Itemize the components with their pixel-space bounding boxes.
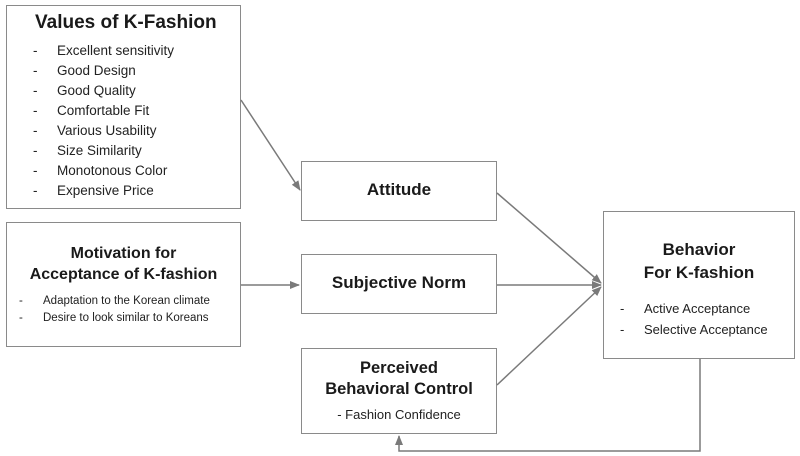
arrow-values-to-attitude	[240, 99, 301, 191]
list-item: -Good Quality	[33, 83, 136, 98]
list-item: -Adaptation to the Korean climate	[19, 295, 210, 307]
perceived-control-title: Perceived Behavioral Control	[302, 358, 496, 400]
behavior-box: Behavior For K-fashion -Active Acceptanc…	[603, 211, 795, 359]
list-item: -Monotonous Color	[33, 163, 168, 178]
list-item: -Desire to look similar to Koreans	[19, 312, 209, 324]
perceived-control-box: Perceived Behavioral Control - Fashion C…	[301, 348, 497, 434]
list-item: -Various Usability	[33, 123, 157, 138]
attitude-box: Attitude	[301, 161, 497, 221]
subjective-norm-title: Subjective Norm	[331, 273, 467, 292]
behavior-title: Behavior For K-fashion	[604, 238, 794, 284]
list-item: -Comfortable Fit	[33, 103, 150, 118]
list-item: -Active Acceptance	[620, 301, 751, 316]
motivation-box: Motivation for Acceptance of K-fashion -…	[6, 222, 241, 347]
values-title: Values of K-Fashion	[35, 12, 217, 33]
perceived-control-subtitle: - Fashion Confidence	[337, 407, 461, 422]
motivation-title: Motivation for Acceptance of K-fashion	[7, 243, 240, 285]
behavior-list: -Active Acceptance -Selective Acceptance	[620, 298, 768, 340]
attitude-title: Attitude	[366, 180, 432, 199]
motivation-title-line2: Acceptance of K-fashion	[29, 266, 218, 283]
values-box: Values of K-Fashion -Excellent sensitivi…	[6, 5, 241, 209]
values-list: -Excellent sensitivity -Good Design -Goo…	[33, 41, 174, 201]
motivation-title-line1: Motivation for	[70, 245, 177, 262]
arrow-behavior-feedback-to-control	[395, 359, 701, 452]
arrow-control-to-behavior	[496, 286, 602, 386]
list-item: -Good Design	[33, 63, 136, 78]
list-item: -Expensive Price	[33, 183, 154, 198]
behavior-title-line1: Behavior	[662, 240, 736, 259]
behavior-title-line2: For K-fashion	[643, 263, 755, 282]
perceived-control-title-line1: Perceived	[360, 359, 438, 377]
subjective-norm-box: Subjective Norm	[301, 254, 497, 314]
list-item: -Excellent sensitivity	[33, 43, 175, 58]
perceived-control-title-line2: Behavioral Control	[325, 380, 473, 398]
arrow-attitude-to-behavior	[496, 192, 602, 284]
motivation-list: -Adaptation to the Korean climate -Desir…	[19, 293, 210, 327]
list-item: -Size Similarity	[33, 143, 142, 158]
list-item: -Selective Acceptance	[620, 322, 768, 337]
